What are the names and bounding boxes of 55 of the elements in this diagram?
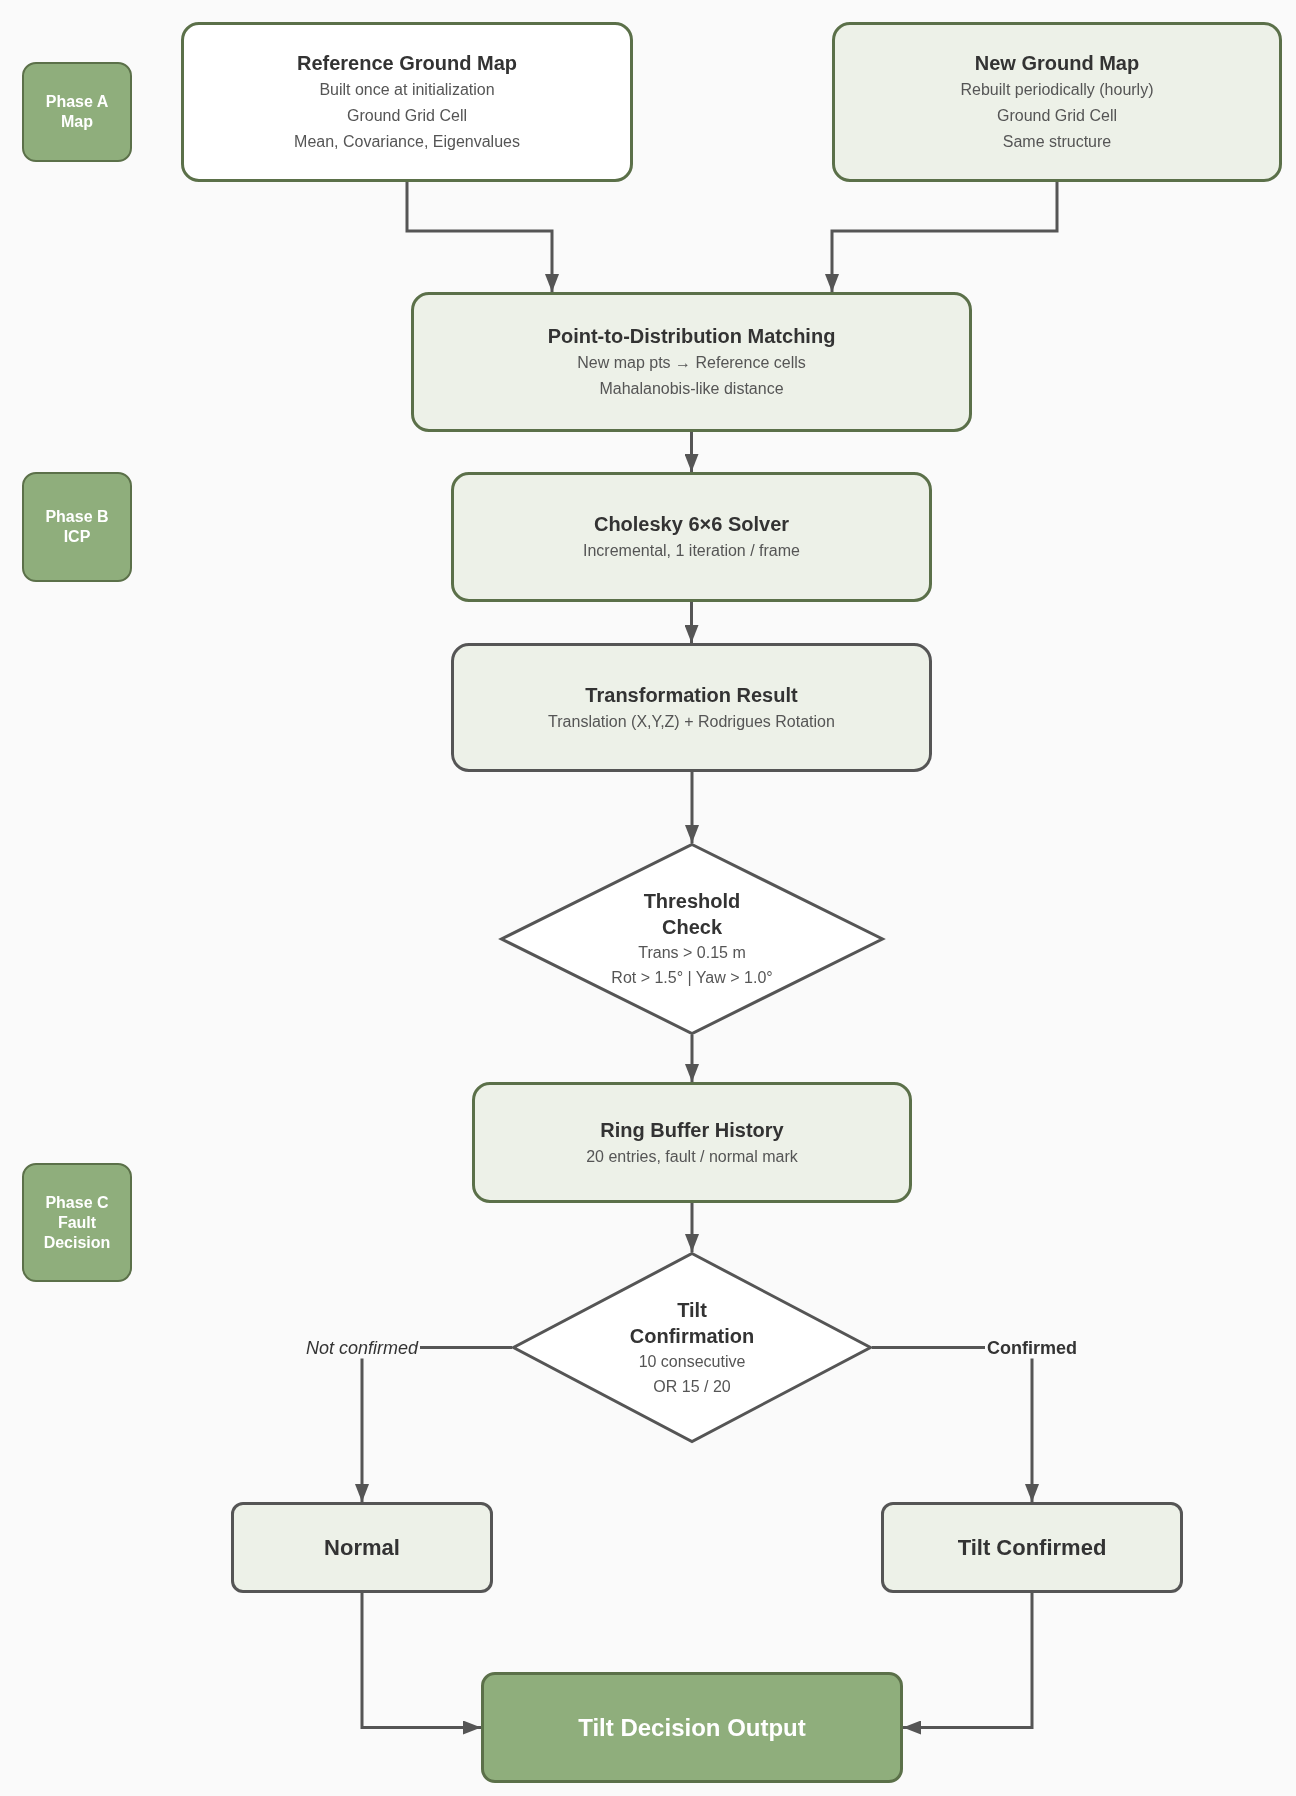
phase-title: Phase C bbox=[45, 1192, 109, 1213]
process-box bbox=[411, 292, 972, 432]
phase-box bbox=[22, 62, 132, 162]
arrow bbox=[684, 602, 699, 643]
box-text: Rot > 1.5° | Yaw > 1.0° bbox=[611, 968, 773, 988]
output-box bbox=[481, 1672, 903, 1783]
box-text: Translation (X,Y,Z) + Rodrigues Rotation bbox=[548, 711, 835, 732]
box-text: New map pts → Reference cells bbox=[577, 353, 806, 373]
process-box bbox=[832, 22, 1282, 182]
arrow bbox=[405, 182, 559, 292]
arrow bbox=[903, 1593, 1034, 1735]
result-box bbox=[231, 1502, 493, 1593]
box-title: Tilt Confirmation bbox=[628, 1297, 756, 1349]
box-text: Trans > 0.15 m bbox=[638, 943, 746, 963]
box-text: Rebuilt periodically (hourly) bbox=[960, 80, 1154, 100]
decision-diamond bbox=[512, 1252, 872, 1443]
phase-title: Phase B bbox=[45, 507, 109, 527]
phase-box bbox=[22, 1163, 132, 1282]
box-text: Mean, Covariance, Eigenvalues bbox=[294, 132, 520, 152]
box-text: Built once at initialization bbox=[319, 80, 495, 100]
process-box bbox=[181, 22, 633, 182]
box-title: Normal bbox=[324, 1533, 400, 1562]
box-text: Incremental, 1 iteration / frame bbox=[583, 541, 800, 561]
phase-title: Phase A bbox=[45, 92, 109, 112]
box-text: 10 consecutive bbox=[638, 1351, 746, 1372]
box-title: Point-to-Distribution Matching bbox=[547, 324, 836, 349]
box-text: Mahalanobis-like distance bbox=[599, 379, 784, 399]
box-title: Tilt Confirmed bbox=[957, 1533, 1107, 1562]
box-title: Tilt Decision Output bbox=[578, 1712, 806, 1743]
phase-name: Map bbox=[61, 112, 93, 132]
arrow bbox=[685, 1035, 699, 1082]
box-text: Same structure bbox=[1002, 132, 1112, 152]
box-title: Threshold Check bbox=[642, 889, 742, 940]
arrow bbox=[684, 432, 699, 472]
process-box bbox=[472, 1082, 912, 1203]
box-title: Transformation Result bbox=[585, 682, 798, 708]
box-text: Ground Grid Cell bbox=[996, 106, 1117, 126]
arrow bbox=[360, 1593, 481, 1735]
box-text: 20 entries, fault / normal mark bbox=[586, 1146, 798, 1167]
process-box bbox=[451, 472, 932, 602]
arrow bbox=[825, 182, 1059, 292]
box-text: Ground Grid Cell bbox=[346, 106, 467, 126]
arrow bbox=[685, 1203, 699, 1252]
box-title: Reference Ground Map bbox=[296, 51, 517, 76]
result-box bbox=[881, 1502, 1183, 1593]
box-title: Cholesky 6×6 Solver bbox=[593, 512, 790, 537]
process-box bbox=[451, 643, 932, 772]
phase-name: Fault Decision bbox=[42, 1212, 112, 1253]
box-text: OR 15 / 20 bbox=[653, 1376, 731, 1397]
box-title: Ring Buffer History bbox=[600, 1117, 784, 1143]
box-title: New Ground Map bbox=[974, 51, 1140, 76]
decision-diamond bbox=[500, 843, 884, 1035]
phase-box bbox=[22, 472, 132, 582]
arrow bbox=[685, 772, 699, 843]
phase-name: ICP bbox=[63, 527, 91, 547]
